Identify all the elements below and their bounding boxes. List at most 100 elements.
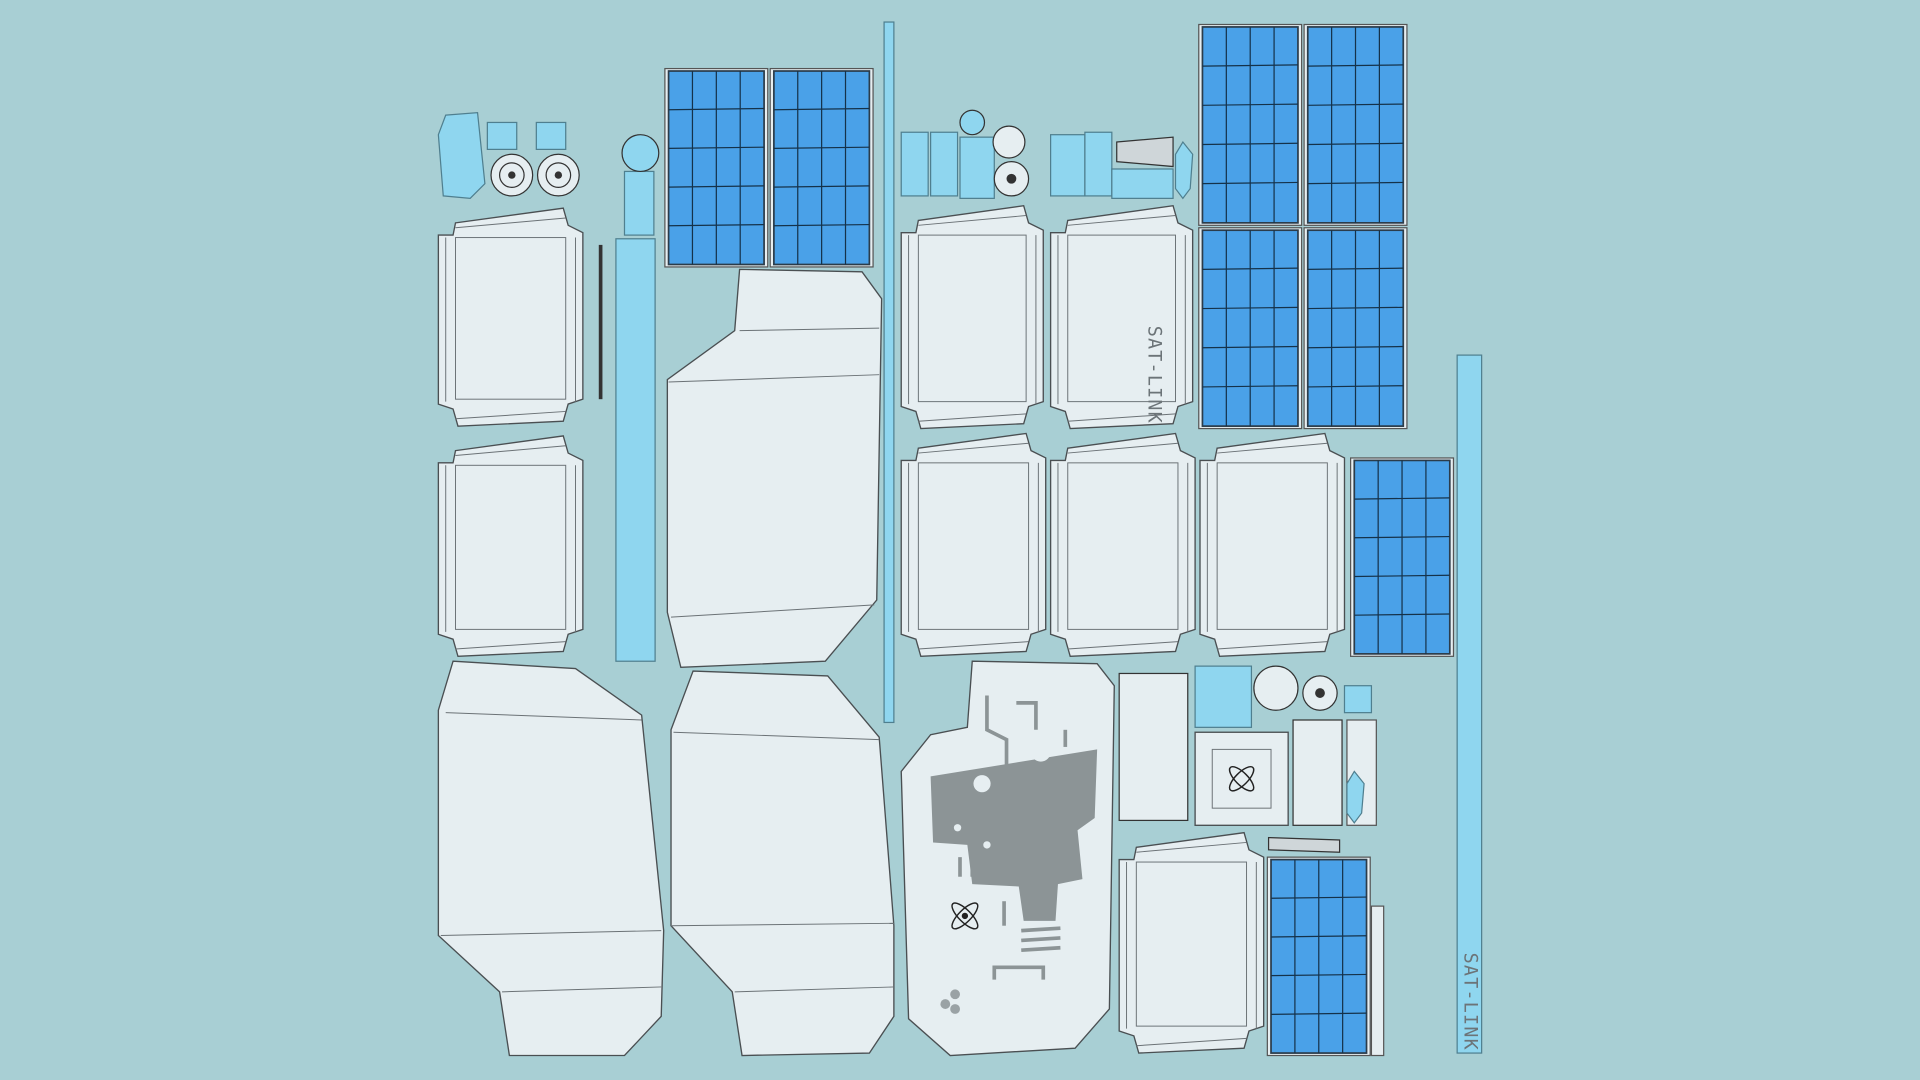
part-box — [1084, 131, 1113, 197]
solar-grid-line — [1307, 64, 1404, 67]
hull-card — [900, 432, 1047, 658]
panel-seam — [734, 986, 894, 993]
solar-grid-line — [1202, 345, 1298, 349]
solar-grid-line — [1202, 64, 1298, 67]
panel-seam — [673, 731, 880, 741]
solar-grid-line — [1354, 497, 1450, 500]
solar-grid-line — [1271, 935, 1367, 938]
panel-seam — [670, 604, 875, 618]
solar-grid-line — [1307, 181, 1404, 185]
part-box — [1050, 134, 1086, 197]
small-parts-top-center — [900, 109, 1194, 200]
sphere-icon — [621, 134, 660, 173]
solar-panels — [664, 23, 1455, 1057]
large-panel-bottom-left — [437, 660, 665, 1057]
part-box — [486, 121, 518, 150]
part-hatch — [1194, 731, 1289, 826]
part-box — [900, 131, 929, 197]
crystal-icon — [1174, 140, 1194, 200]
atom-icon — [951, 902, 979, 930]
dish-icon — [1302, 675, 1338, 711]
small-parts-top-left — [437, 111, 660, 200]
sat-link-label: SAT-LINK — [1459, 953, 1480, 1051]
sphere-icon — [959, 109, 986, 136]
hull-card — [1118, 831, 1265, 1054]
antenna-strips — [598, 21, 1483, 1054]
circuit-nodes — [953, 742, 1051, 849]
panel-seam — [739, 327, 880, 332]
solar-panel — [769, 67, 874, 268]
part-strip — [1370, 905, 1385, 1057]
solar-grid-line — [1271, 1012, 1367, 1015]
part-ribbed — [1118, 672, 1189, 822]
circuit-traces — [958, 695, 1068, 980]
sphere-icon — [1253, 665, 1299, 711]
hull-cards — [437, 204, 1346, 1054]
solar-panel — [1266, 856, 1371, 1057]
part-box — [535, 121, 567, 150]
part-box — [1111, 168, 1174, 199]
atom-icon — [1228, 765, 1255, 792]
solar-grid-line — [1202, 267, 1298, 270]
strip-vertical-center — [883, 21, 895, 724]
part-ribbed — [1292, 719, 1343, 826]
solar-panel — [1303, 23, 1408, 226]
solar-grid-line — [1202, 306, 1298, 310]
solar-grid-line — [668, 223, 765, 227]
solar-panel — [664, 67, 769, 268]
small-parts-bottom — [1118, 665, 1385, 1057]
solar-grid-line — [668, 185, 765, 188]
solar-grid-line — [773, 107, 870, 111]
panel-seam — [440, 930, 662, 936]
dish-icon — [490, 153, 534, 197]
solar-grid-line — [1271, 973, 1367, 977]
solar-grid-line — [1202, 385, 1298, 388]
solar-panel — [1198, 23, 1303, 226]
solar-panel — [1350, 457, 1455, 657]
dish-icon — [993, 161, 1030, 197]
panel-seam — [502, 986, 662, 993]
panel-seam — [671, 922, 894, 927]
circuit-trace-area — [930, 749, 1098, 921]
panel-seam — [668, 374, 880, 383]
solar-grid-line — [773, 223, 870, 227]
sat-link-label: SAT-LINK — [1144, 326, 1165, 424]
solar-grid-line — [1354, 535, 1450, 539]
crystal-icon — [1346, 770, 1365, 824]
large-panel-bottom-middle — [670, 670, 895, 1057]
solar-grid-line — [668, 146, 765, 150]
solar-grid-line — [1307, 267, 1404, 270]
solar-grid-line — [773, 185, 870, 188]
solar-grid-line — [1354, 574, 1450, 578]
strip-vertical-left — [615, 238, 656, 662]
solar-grid-line — [1354, 613, 1450, 616]
solar-panel — [1198, 227, 1303, 430]
part-box — [959, 136, 995, 199]
solar-panel — [1303, 227, 1408, 430]
part-cone — [1267, 836, 1341, 853]
dish-icon — [536, 153, 580, 197]
part-box — [1343, 685, 1373, 714]
solar-grid-line — [1307, 306, 1404, 310]
part-cone — [1116, 136, 1174, 168]
hull-card — [1049, 204, 1194, 430]
strip-small — [623, 170, 655, 236]
solar-grid-line — [1202, 142, 1298, 146]
part-box — [1194, 665, 1253, 728]
part-hatch-inner — [1211, 748, 1272, 809]
solar-grid-line — [668, 107, 765, 111]
panel-seam — [445, 712, 642, 721]
sphere-icon — [992, 125, 1026, 159]
part-crystal — [437, 111, 486, 200]
hull-card — [900, 204, 1044, 430]
solar-grid-line — [1202, 103, 1298, 106]
solar-grid-line — [773, 146, 870, 150]
hull-card — [437, 435, 584, 658]
solar-grid-line — [1202, 181, 1298, 185]
solar-grid-line — [1307, 385, 1404, 388]
solar-grid-line — [1307, 142, 1404, 146]
solar-grid-line — [1307, 103, 1404, 106]
strip-dark — [598, 244, 603, 400]
hull-card — [1199, 432, 1346, 658]
